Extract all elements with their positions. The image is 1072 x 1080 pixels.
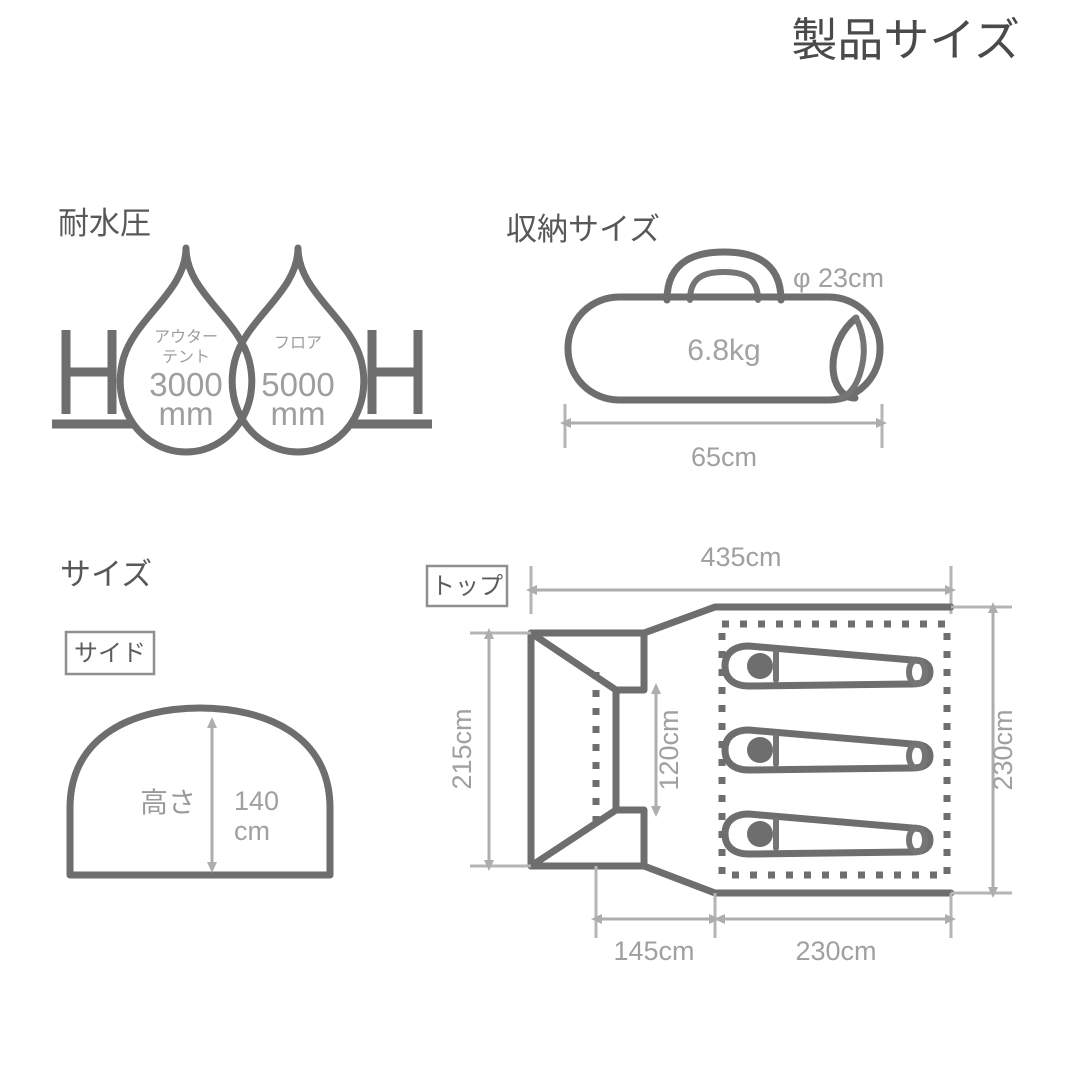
droplet-outer-tent-label-2: テント <box>162 347 210 366</box>
top-view-tent-outline <box>527 603 955 897</box>
side-view-diagram: サイド 高さ 140 cm <box>64 630 334 879</box>
droplet-floor-label-1: フロア <box>274 333 322 352</box>
bag-length-dimension: 65cm <box>560 404 887 472</box>
top-view-badge-box <box>425 564 509 608</box>
side-view-height-unit: cm <box>234 816 270 846</box>
sleeping-bag-2-head <box>747 737 773 763</box>
side-view-height-value: 140 <box>234 786 279 816</box>
top-view-inner-width-dimension: 230cm <box>714 893 956 966</box>
h-symbol-right-icon <box>350 330 432 429</box>
top-view-front-panel-bottom <box>612 806 648 870</box>
top-view-inner-depth-label: 230cm <box>988 709 1018 790</box>
droplet-floor-value: 5000 <box>261 366 334 403</box>
bag-body <box>564 293 884 404</box>
top-view-badge-label: トップ <box>431 572 503 600</box>
sleeping-bag-3-head <box>747 821 773 847</box>
section-title-storage-size: 収納サイズ <box>506 212 660 248</box>
water-resistance-diagram: アウター テント 3000 mm フロア 5000 mm <box>52 244 432 456</box>
top-view-front-panel-top <box>612 629 648 694</box>
side-view-badge-box <box>64 630 156 676</box>
top-view-inner-width-label: 230cm <box>795 936 876 966</box>
bag-length-label: 65cm <box>691 442 757 472</box>
storage-bag-diagram: 6.8kg φ 23cm 65cm <box>560 248 887 472</box>
bag-handle-icon <box>663 248 785 304</box>
top-view-inner-depth-dimension: 230cm <box>951 602 1018 898</box>
top-view-inner-floor-dotted <box>718 620 951 879</box>
side-view-height-label: 高さ <box>140 786 196 819</box>
droplet-floor-unit: mm <box>271 395 326 432</box>
sleeping-bag-1-head <box>747 653 773 679</box>
side-view-badge-label: サイド <box>74 639 146 667</box>
droplet-outer-tent-label-1: アウター <box>154 327 218 346</box>
section-title-size: サイズ <box>60 557 152 593</box>
top-view-total-width-label: 435cm <box>700 542 781 572</box>
bag-handle-inner-icon <box>687 269 761 303</box>
top-view-diagram: トップ 435cm <box>425 542 1018 966</box>
top-view-vestibule-outline <box>527 629 620 870</box>
droplet-outer-tent: アウター テント 3000 mm <box>116 244 256 456</box>
side-view-dome-outline <box>66 704 334 879</box>
top-view-front-opening-label: 120cm <box>654 709 684 790</box>
droplet-floor: フロア 5000 mm <box>228 244 368 456</box>
top-view-vestibule-width-dimension: 145cm <box>591 866 720 966</box>
top-view-vestibule-width-label: 145cm <box>613 936 694 966</box>
top-view-total-width-dimension: 435cm <box>526 542 956 614</box>
sleeping-bag-3 <box>721 810 934 858</box>
sleeping-bag-1 <box>721 642 934 690</box>
h-symbol-left-icon <box>52 330 135 429</box>
top-view-vestibule-depth-dimension: 215cm <box>447 628 531 871</box>
section-title-water-resistance: 耐水圧 <box>58 206 151 242</box>
bag-end-opening-inner-icon <box>838 315 867 401</box>
bag-weight-label: 6.8kg <box>687 334 760 367</box>
sleeping-bag-2 <box>721 726 934 774</box>
page-title: 製品サイズ <box>791 13 1020 67</box>
droplet-outer-tent-unit: mm <box>159 395 214 432</box>
top-view-vestibule-depth-label: 215cm <box>447 708 477 789</box>
top-view-front-opening-dimension: 120cm <box>651 683 684 817</box>
bag-diameter-label: φ 23cm <box>793 263 884 293</box>
droplet-outer-tent-value: 3000 <box>149 366 222 403</box>
